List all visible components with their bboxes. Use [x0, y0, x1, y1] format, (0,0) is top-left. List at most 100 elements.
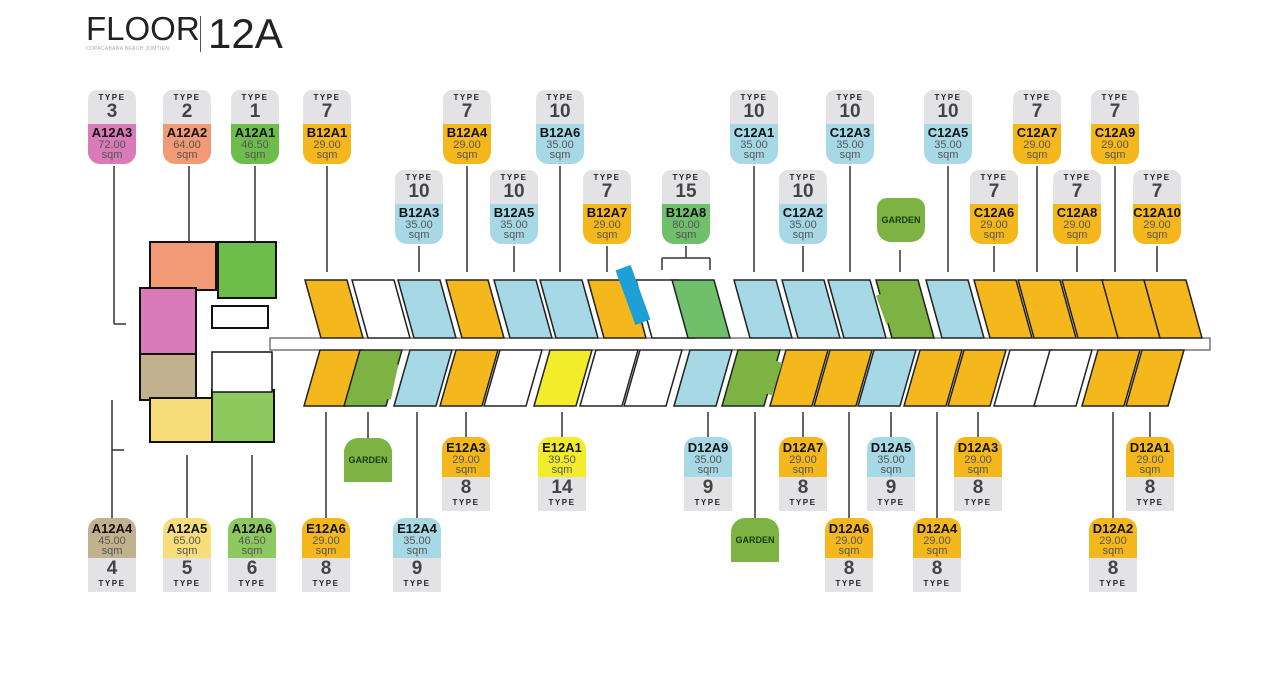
- unit-area: 64.00: [173, 139, 201, 151]
- unit-code: C12A10: [1133, 205, 1181, 220]
- type-number: 8: [972, 477, 984, 498]
- type-number: 15: [675, 181, 697, 202]
- garden-tag-1[interactable]: GARDEN: [877, 198, 925, 242]
- type-label: TYPE: [1023, 93, 1051, 102]
- lower-unit-plan: [533, 349, 593, 407]
- area-unit: sqm: [1139, 464, 1161, 476]
- unit-a12a3-plan: [139, 287, 197, 355]
- unit-area: 29.00: [1136, 454, 1164, 466]
- type-label: TYPE: [241, 93, 269, 102]
- type-number: 9: [702, 477, 714, 498]
- type-label: TYPE: [405, 173, 433, 182]
- area-unit: sqm: [983, 229, 1005, 241]
- garden-tag-3[interactable]: GARDEN: [731, 518, 779, 562]
- type-number: 10: [408, 181, 430, 202]
- type-label: TYPE: [964, 498, 992, 507]
- pool: [615, 265, 651, 325]
- type-label: TYPE: [923, 579, 951, 588]
- garden-tag-2[interactable]: GARDEN: [344, 438, 392, 482]
- area-unit: sqm: [1146, 229, 1168, 241]
- type-label: TYPE: [789, 498, 817, 507]
- upper-unit-plan: [1017, 279, 1077, 339]
- lower-unit-plan: [947, 349, 1007, 407]
- unit-code: D12A3: [957, 440, 999, 455]
- type-number: 9: [885, 477, 897, 498]
- unit-code: A12A2: [166, 125, 208, 140]
- upper-unit-plan: [304, 279, 364, 339]
- type-label: TYPE: [1136, 498, 1164, 507]
- upper-unit-plan: [445, 279, 505, 339]
- type-number: 3: [106, 101, 118, 122]
- lower-unit-plan: [1125, 349, 1185, 407]
- type-number: 6: [246, 558, 258, 579]
- area-unit: sqm: [1026, 149, 1048, 161]
- unit-code: A12A4: [91, 521, 133, 536]
- type-label: TYPE: [934, 93, 962, 102]
- type-label: TYPE: [740, 93, 768, 102]
- project-subtitle: COPACABANA BEACH JOMTIEN: [86, 46, 170, 52]
- unit-code: E12A1: [542, 440, 582, 455]
- unit-code: C12A8: [1056, 205, 1098, 220]
- type-label: TYPE: [789, 173, 817, 182]
- upper-unit-plan: [539, 279, 599, 339]
- area-unit: sqm: [241, 545, 263, 557]
- type-number: 1: [249, 101, 261, 122]
- area-unit: sqm: [839, 149, 861, 161]
- lower-unit-plan: [1033, 349, 1093, 407]
- garden-plan-2: [876, 282, 924, 324]
- unit-code: D12A2: [1092, 521, 1134, 536]
- type-label: TYPE: [593, 173, 621, 182]
- type-number: 8: [320, 558, 332, 579]
- unit-a12a6-plan: [211, 389, 275, 443]
- type-number: 7: [1071, 181, 1083, 202]
- unit-code: C12A7: [1016, 125, 1058, 140]
